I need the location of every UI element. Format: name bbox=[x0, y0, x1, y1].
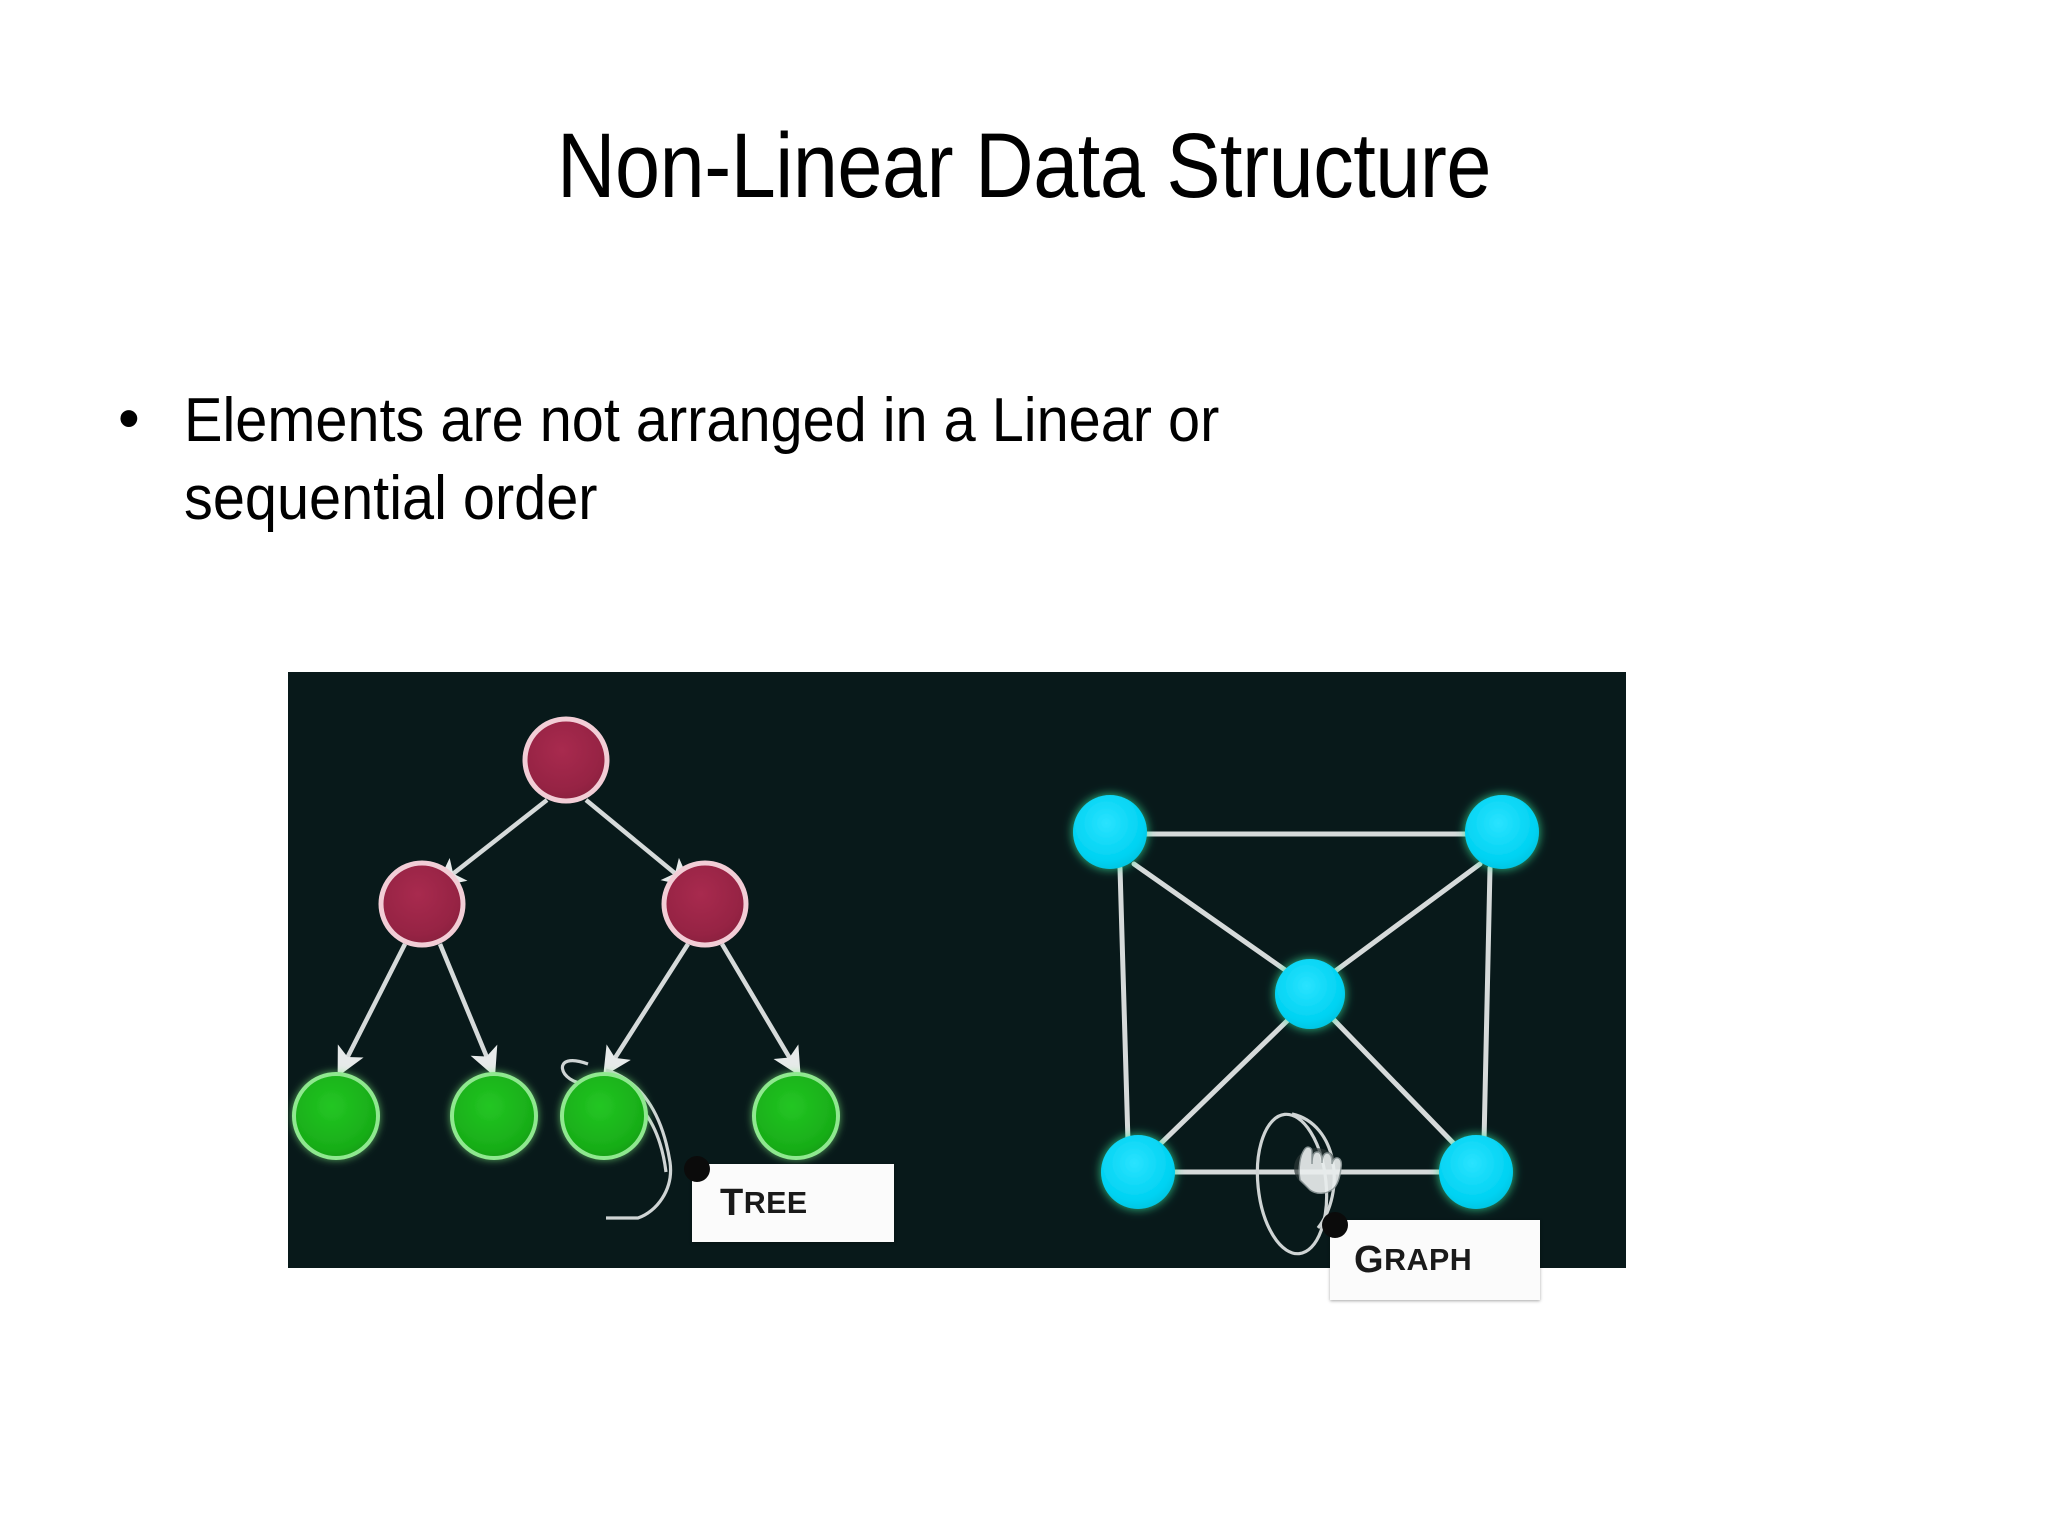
graph-edge-br-center bbox=[1331, 1017, 1463, 1153]
tree-node-child-right bbox=[661, 860, 749, 948]
tree-node-root bbox=[522, 716, 610, 804]
tree-leaf-nodes bbox=[292, 1072, 840, 1160]
diagram-illustration bbox=[292, 716, 1539, 1256]
graph-edge-bl-center bbox=[1151, 1017, 1291, 1153]
slide-body: • Elements are not arranged in a Linear … bbox=[118, 382, 1738, 537]
graph-diagram bbox=[1073, 795, 1539, 1256]
bullet-marker-icon: • bbox=[118, 384, 140, 453]
tree-label-first: T bbox=[720, 1181, 744, 1224]
tree-edge-left-leaf1 bbox=[337, 942, 408, 1077]
graph-label-first: G bbox=[1354, 1238, 1385, 1281]
tree-node-child-left bbox=[378, 860, 466, 948]
tree-node-leaf-4 bbox=[752, 1072, 840, 1160]
graph-node-center bbox=[1275, 959, 1345, 1029]
graph-node-top-right bbox=[1465, 795, 1539, 869]
tree-node-leaf-3 bbox=[560, 1072, 648, 1160]
graph-edges bbox=[1117, 831, 1493, 1175]
graph-node-bottom-left bbox=[1101, 1135, 1175, 1209]
tree-node-leaf-2 bbox=[450, 1072, 538, 1160]
page-title: Non-Linear Data Structure bbox=[556, 115, 1491, 217]
graph-edge-tr-center bbox=[1331, 861, 1483, 975]
graph-node-top-left bbox=[1073, 795, 1147, 869]
hand-pointer-cursor bbox=[1294, 1146, 1343, 1194]
tree-edge-right-leaf4 bbox=[720, 942, 801, 1077]
graph-callout-anchor-dot bbox=[1322, 1212, 1348, 1238]
tree-edges bbox=[337, 798, 801, 1077]
tree-label-rest: REE bbox=[743, 1185, 808, 1220]
graph-edge-tl-center bbox=[1131, 861, 1291, 975]
tree-edge-root-right bbox=[584, 798, 693, 888]
graph-node-bottom-right bbox=[1439, 1135, 1513, 1209]
tree-edge-right-leaf3 bbox=[603, 942, 690, 1077]
graph-nodes bbox=[1073, 795, 1539, 1209]
bullet-text: Elements are not arranged in a Linear or… bbox=[184, 386, 1220, 533]
tree-node-leaf-1 bbox=[292, 1072, 380, 1160]
graph-edge-tr-br bbox=[1481, 865, 1493, 1145]
list-item: • Elements are not arranged in a Linear … bbox=[118, 382, 1738, 537]
tree-callout-anchor-dot bbox=[684, 1156, 710, 1182]
tree-diagram bbox=[292, 716, 840, 1220]
tree-edge-root-left bbox=[435, 798, 549, 888]
tree-internal-nodes bbox=[378, 716, 749, 948]
tree-edge-left-leaf2 bbox=[437, 943, 498, 1077]
graph-edge-tl-bl bbox=[1117, 865, 1131, 1145]
graph-label-rest: RAPH bbox=[1384, 1242, 1473, 1277]
